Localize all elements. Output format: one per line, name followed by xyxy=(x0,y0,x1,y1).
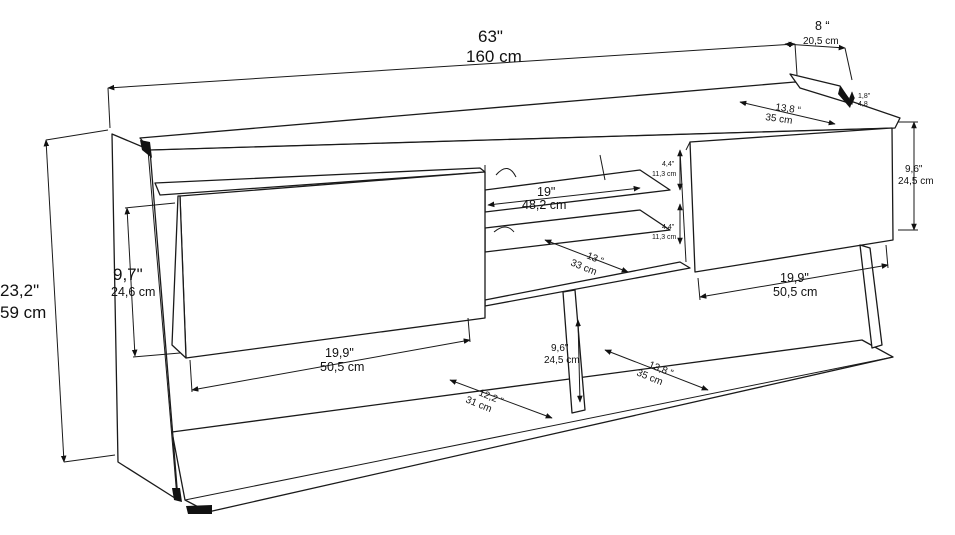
left-door-width-cm-label: 50,5 cm xyxy=(320,360,364,374)
left-door-height-inch-label: 9,7" xyxy=(113,265,143,284)
right-door-width-cm-label: 50,5 cm xyxy=(773,285,817,299)
foot-bottom xyxy=(186,505,212,514)
shelf-gap-top-cm-label: 11,3 cm xyxy=(652,171,677,178)
foot-top-right xyxy=(838,86,852,108)
depth-inch-label: 8 “ xyxy=(815,19,830,33)
height-cm-label: 59 cm xyxy=(0,303,46,322)
middle-width-inch-label: 19" xyxy=(537,185,555,199)
shelf-gap-top-inch-label: 4,4" xyxy=(662,161,675,168)
depth-cm-label: 20,5 cm xyxy=(803,36,839,47)
foot-bottom-left xyxy=(172,488,182,502)
dimension-lines xyxy=(43,41,918,463)
middle-width-cm-label: 48,2 cm xyxy=(522,198,566,212)
right-leg xyxy=(859,244,883,349)
top-right-depth-inch-label: 13,8 “ xyxy=(775,102,802,116)
shelf-gap-bottom-inch-label: 4,4" xyxy=(662,224,675,231)
left-door-height-cm-label: 24,6 cm xyxy=(111,285,155,299)
bottom-panel xyxy=(171,339,894,513)
right-door-height-inch-label: 9,6" xyxy=(905,164,923,175)
back-lip-cm-label: 4,8 xyxy=(858,101,868,108)
back-lip-inch-label: 1,8" xyxy=(858,93,871,100)
left-door-width-inch-label: 19,9" xyxy=(325,346,354,360)
shelf-gap-bottom-cm-label: 11,3 cm xyxy=(652,234,677,241)
top-right-depth-cm-label: 35 cm xyxy=(765,112,794,127)
left-door xyxy=(179,171,486,359)
middle-shelf-top xyxy=(484,169,671,213)
foot-top-left xyxy=(140,140,152,158)
right-door xyxy=(689,127,894,273)
right-door-width-inch-label: 19,9" xyxy=(780,271,809,285)
width-cm-label: 160 cm xyxy=(466,47,522,66)
height-inch-label: 23,2" xyxy=(0,281,39,300)
lower-height-inch-label: 9,6" xyxy=(551,343,569,354)
lower-height-cm-label: 24,5 cm xyxy=(544,355,580,366)
width-inch-label: 63" xyxy=(478,27,503,46)
right-door-height-cm-label: 24,5 cm xyxy=(898,176,934,187)
